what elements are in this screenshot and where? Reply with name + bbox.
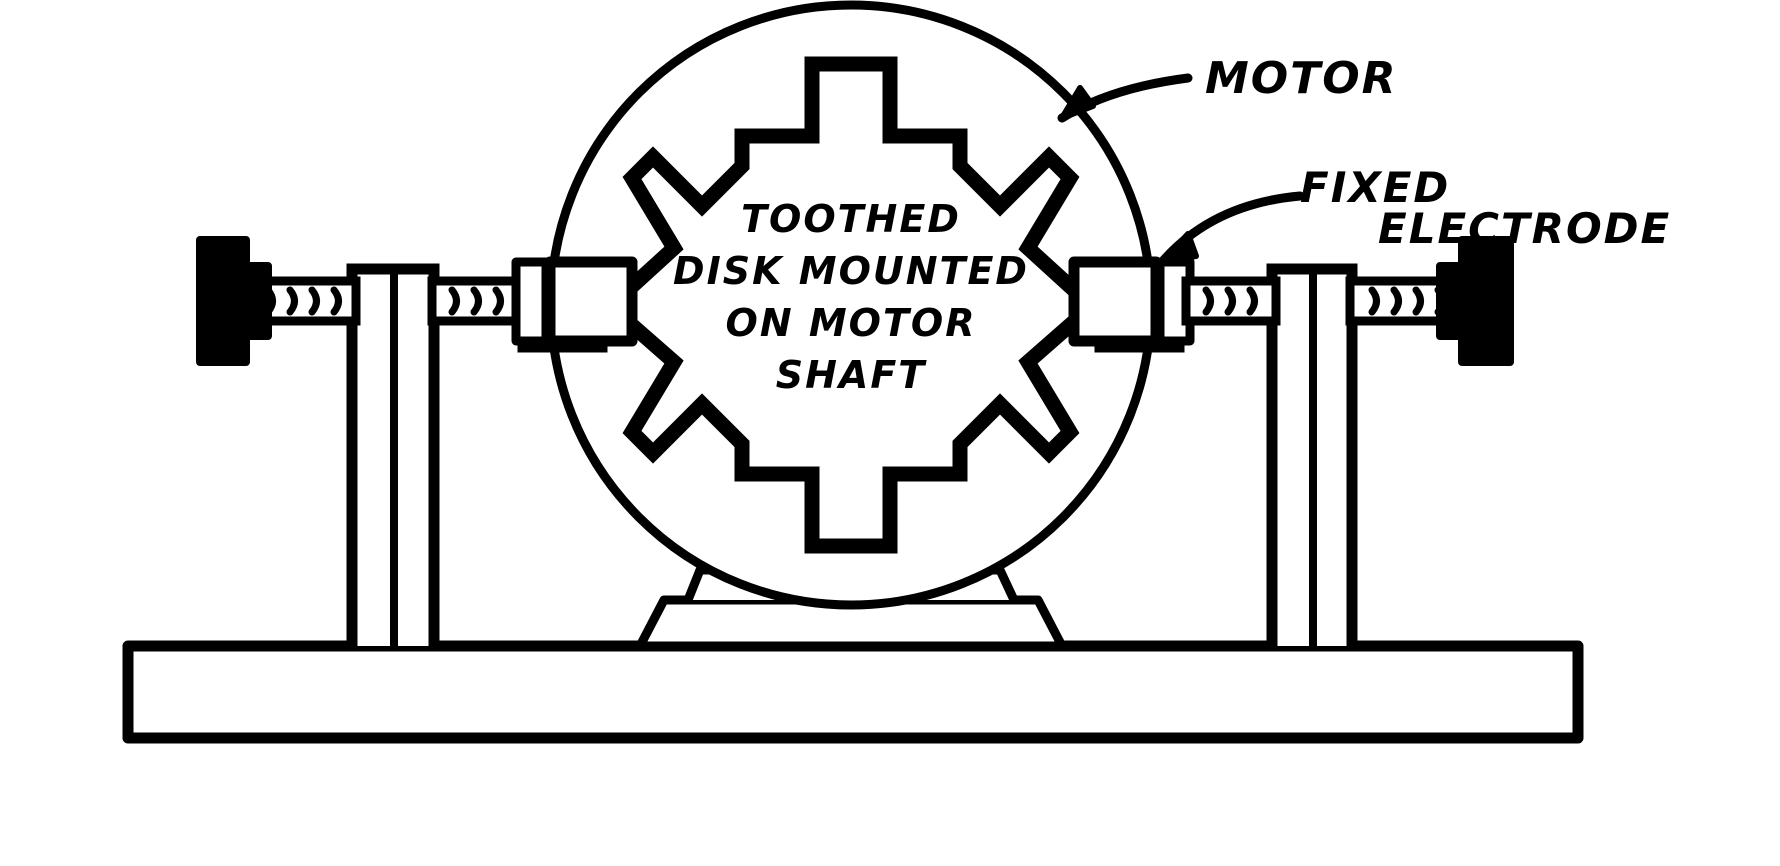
right-electrode-block [1068,256,1162,347]
left-support-post [346,263,440,646]
right-adjusting-knob[interactable] [1436,236,1514,366]
disk-label-line2: DISK MOUNTED [673,249,1029,293]
base-board [122,640,1584,744]
disk-label-line4: SHAFT [776,353,928,397]
left-adjusting-knob[interactable] [196,236,272,366]
motor-arrow [1057,73,1193,123]
toothed-disk [517,56,1185,554]
motor-label: MOTOR [1205,53,1398,104]
left-electrode-block [544,256,638,347]
disk-label-line3: ON MOTOR [726,301,977,345]
left-collar [511,257,551,346]
fixed-electrode-label-line1: FIXED [1300,163,1450,212]
fixed-electrode-arrow [1157,191,1305,267]
disk-label-line1: TOOTHED [741,197,961,241]
fixed-electrode-label-line2: ELECTRODE [1378,204,1671,253]
right-support-post [1266,263,1358,646]
